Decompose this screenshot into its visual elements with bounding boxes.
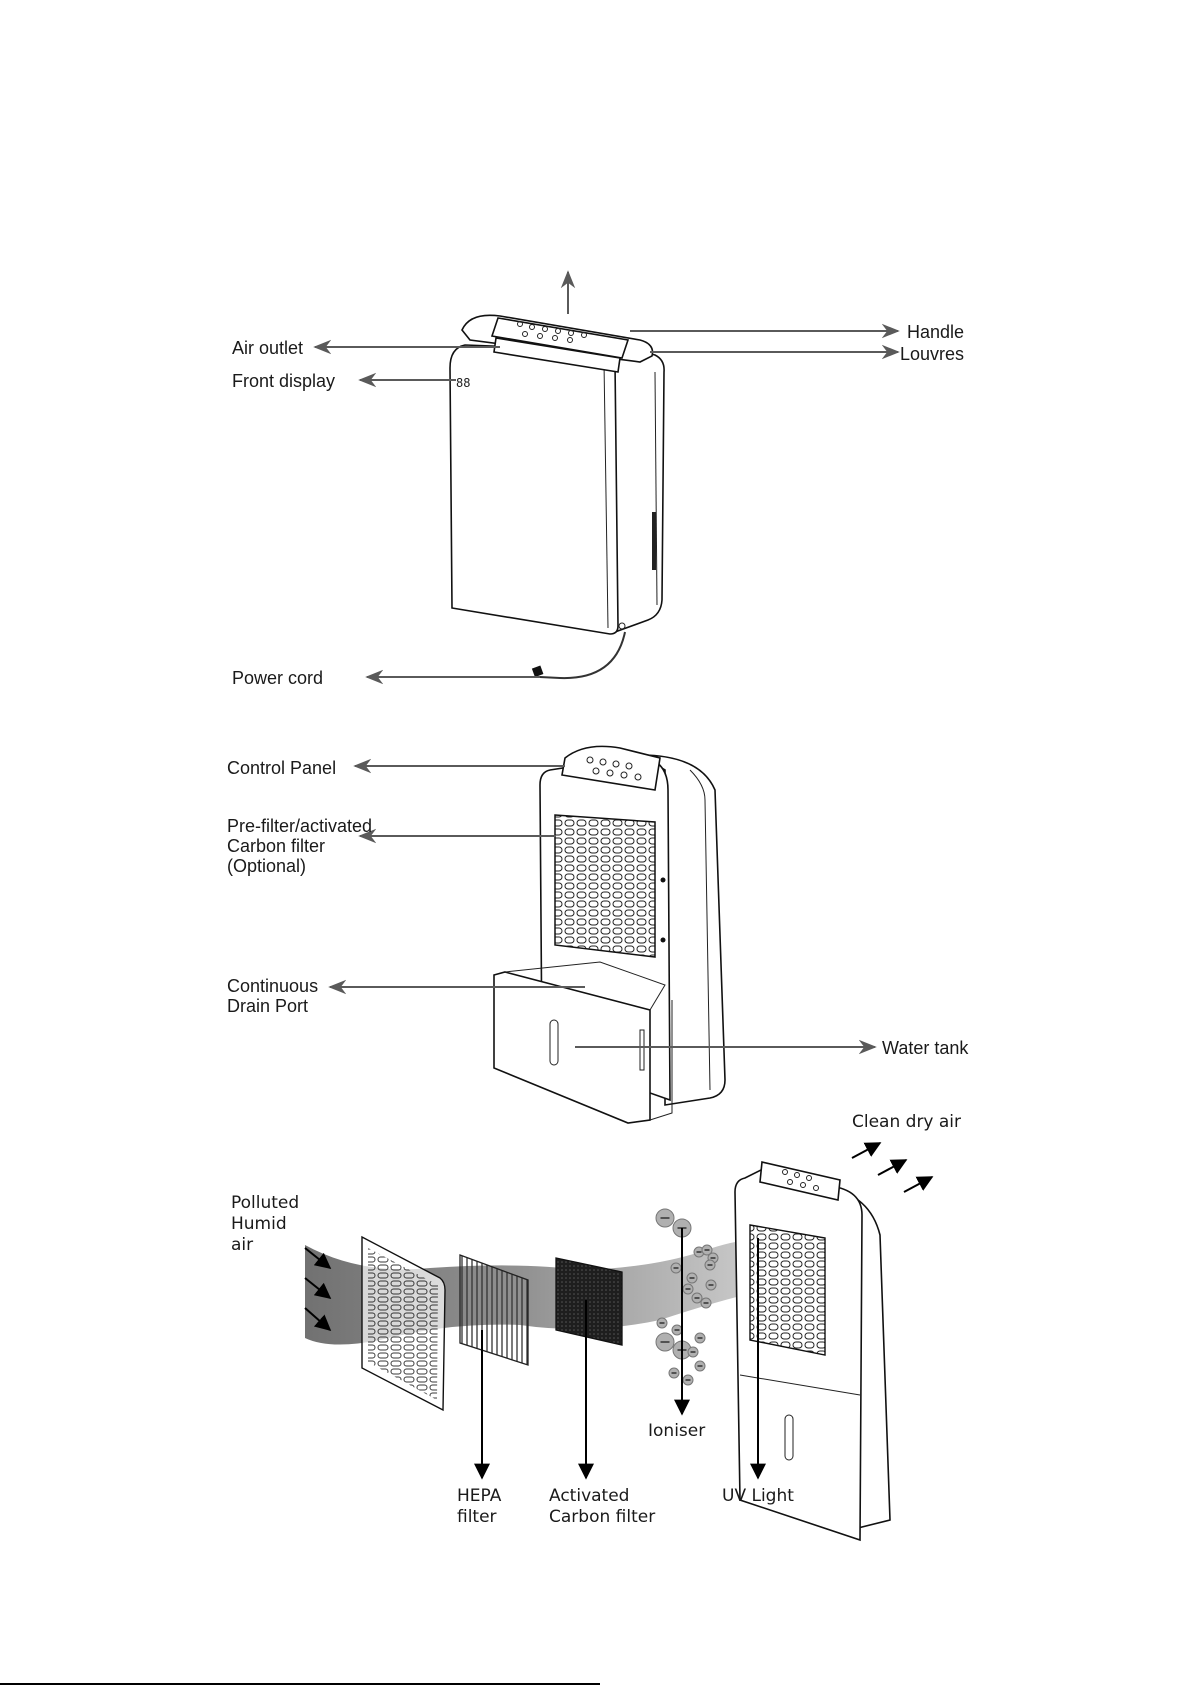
outlet-arrow-2 (877, 1159, 908, 1176)
airflow-unit-tank-window (784, 1414, 794, 1461)
airflow-unit-panel (759, 1161, 841, 1201)
side-slot (652, 512, 656, 570)
pre-filter-grill (554, 814, 656, 958)
label-prefilter-1: Pre-filter/activated (227, 816, 372, 836)
label-carbon-1: Activated (549, 1486, 629, 1506)
page-bottom-rule (0, 1683, 600, 1685)
label-hepa-2: filter (457, 1507, 497, 1527)
label-uv-light: UV Light (722, 1486, 794, 1506)
power-cord (539, 631, 626, 680)
label-polluted-1: Polluted (231, 1193, 299, 1213)
label-power-cord: Power cord (232, 668, 323, 688)
label-control-panel: Control Panel (227, 758, 336, 778)
label-prefilter-2: Carbon filter (227, 836, 325, 856)
outlet-arrow-3 (903, 1176, 934, 1193)
unit-side-panel (607, 341, 665, 634)
airflow-hepa-filter (459, 1254, 529, 1366)
label-polluted-3: air (231, 1235, 253, 1255)
rear-panel-buttons (586, 756, 642, 781)
label-handle: Handle (907, 322, 964, 342)
label-ioniser: Ioniser (648, 1421, 705, 1441)
airflow-unit-front (734, 1167, 863, 1542)
label-air-outlet: Air outlet (232, 338, 303, 358)
label-carbon-2: Carbon filter (549, 1507, 655, 1527)
outlet-arrow-1 (851, 1142, 882, 1159)
figure-rear-view: Control Panel Pre-filter/activated Carbo… (227, 745, 969, 1124)
airflow-unit-buttons (782, 1169, 819, 1191)
label-water-tank: Water tank (882, 1038, 969, 1058)
intake-arrow-1 (304, 1247, 332, 1269)
label-hepa-1: HEPA (457, 1486, 502, 1506)
intake-arrow-3 (304, 1307, 332, 1332)
label-clean-dry-air: Clean dry air (852, 1112, 961, 1132)
ion-particles (655, 1208, 719, 1386)
tank-window (549, 1019, 559, 1066)
rear-side-panel (637, 754, 726, 1106)
figure-front-view: 88 Air outlet Front display Handle Louvr… (232, 270, 964, 688)
label-drain-2: Drain Port (227, 996, 308, 1016)
figure-airflow: Polluted Humid air Clean dry air Ioniser… (231, 1112, 961, 1542)
airflow-unit-grill (749, 1224, 826, 1356)
label-drain-1: Continuous (227, 976, 318, 996)
plug (531, 665, 544, 678)
unit-front-body (449, 344, 619, 635)
intake-arrow-2 (304, 1277, 332, 1299)
label-polluted-2: Humid (231, 1214, 287, 1234)
top-buttons (517, 321, 587, 343)
label-front-display: Front display (232, 371, 335, 391)
label-prefilter-3: (Optional) (227, 856, 306, 876)
front-display-glyph: 88 (456, 376, 470, 390)
airflow-carbon-filter (555, 1257, 623, 1346)
label-louvres: Louvres (900, 344, 964, 364)
